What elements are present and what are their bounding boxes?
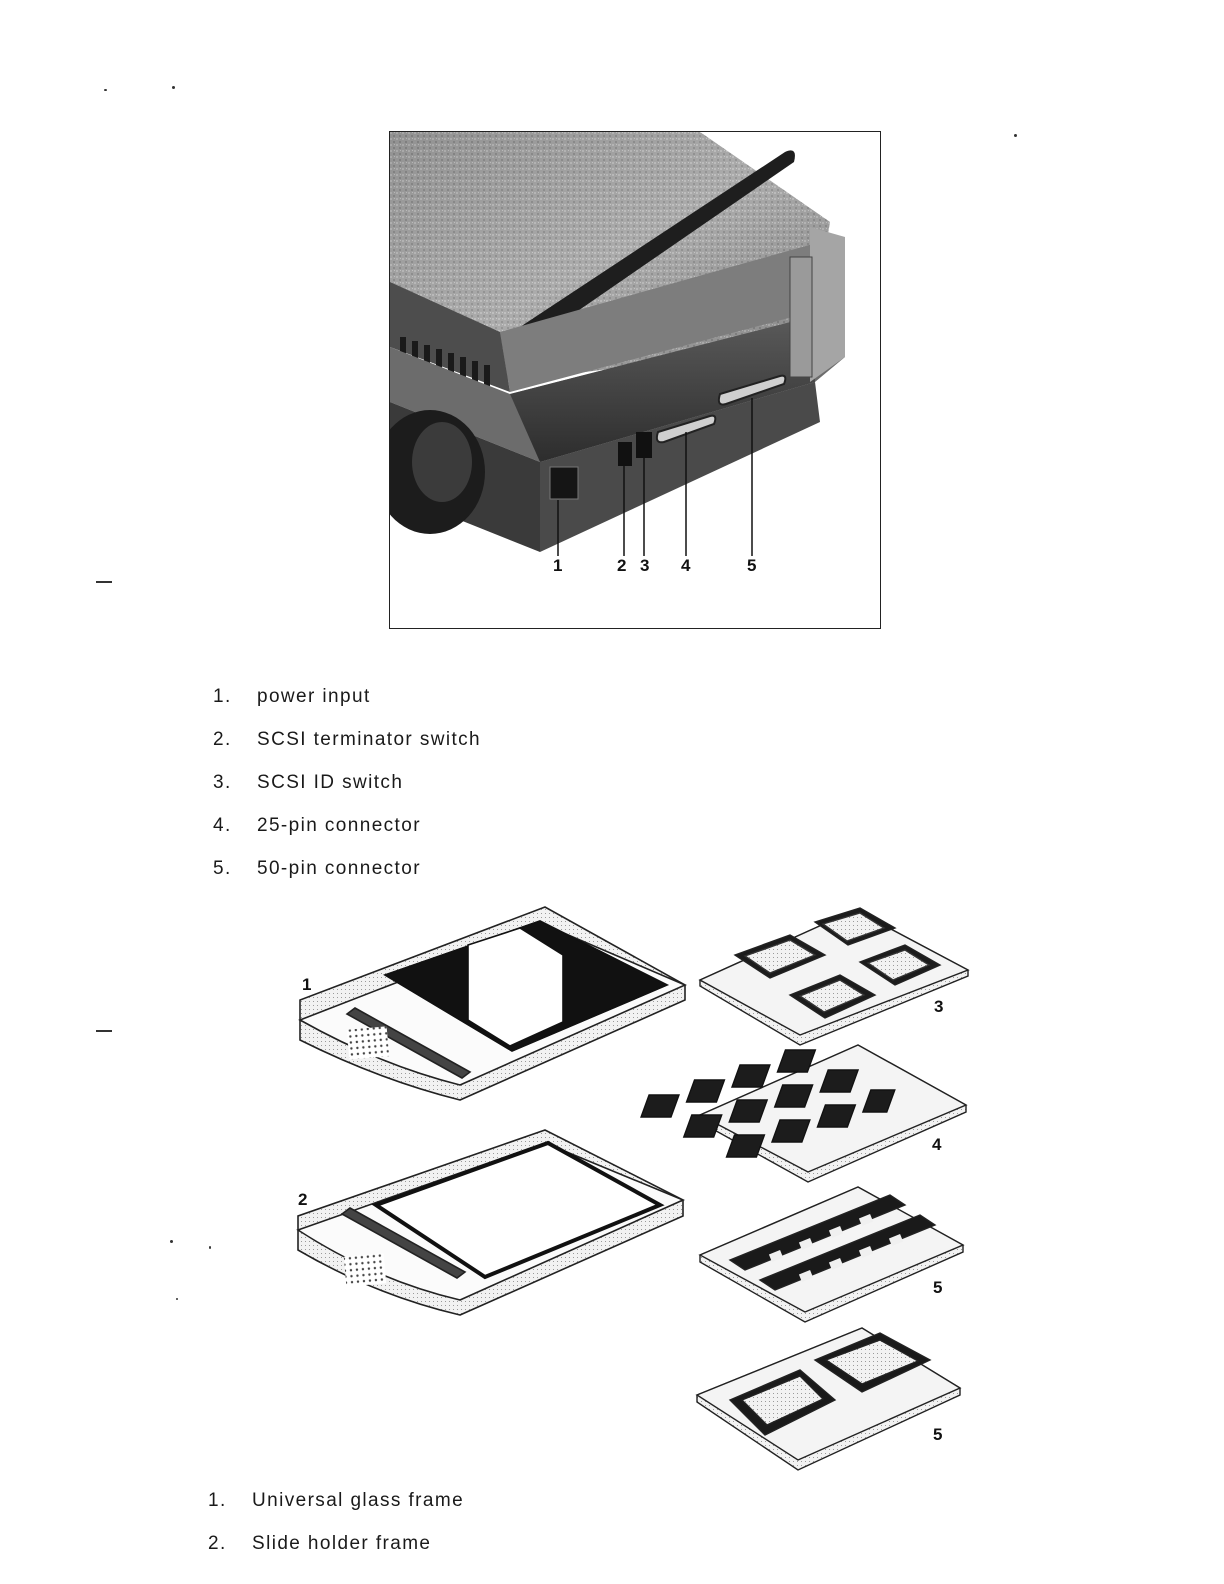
margin-mark — [96, 581, 112, 583]
scan-speck — [104, 89, 107, 91]
frame-label-1: 1 — [302, 975, 311, 995]
film-holder-5-strip — [700, 1187, 963, 1322]
photo-callout-5: 5 — [747, 556, 756, 576]
photo-callout-3: 3 — [640, 556, 649, 576]
photo-callout-4: 4 — [681, 556, 690, 576]
frame-label-5a: 5 — [933, 1278, 942, 1298]
film-holder-5-large — [697, 1328, 960, 1470]
scan-speck — [1014, 134, 1017, 137]
frame-list: 1. Universal glass frame 2. Slide holder… — [208, 1490, 708, 1580]
photo-callout-2: 2 — [617, 556, 626, 576]
frame-label-2: 2 — [298, 1190, 307, 1210]
film-holder-3 — [700, 908, 968, 1045]
frames-illustration — [0, 900, 1224, 1480]
frame-label-4: 4 — [932, 1135, 941, 1155]
frame-label-3: 3 — [934, 997, 943, 1017]
scanner-rear-photo: 1 2 3 4 5 — [389, 131, 881, 629]
slide-holder-frame — [298, 1130, 683, 1315]
film-holder-4 — [641, 1045, 966, 1182]
photo-callout-1: 1 — [553, 556, 562, 576]
universal-glass-frame — [300, 907, 685, 1100]
connector-list: 1. power input 2. SCSI terminator switch… — [213, 686, 713, 886]
frame-label-5b: 5 — [933, 1425, 942, 1445]
scanner-rear-illustration — [390, 132, 881, 629]
scan-speck — [172, 86, 175, 89]
